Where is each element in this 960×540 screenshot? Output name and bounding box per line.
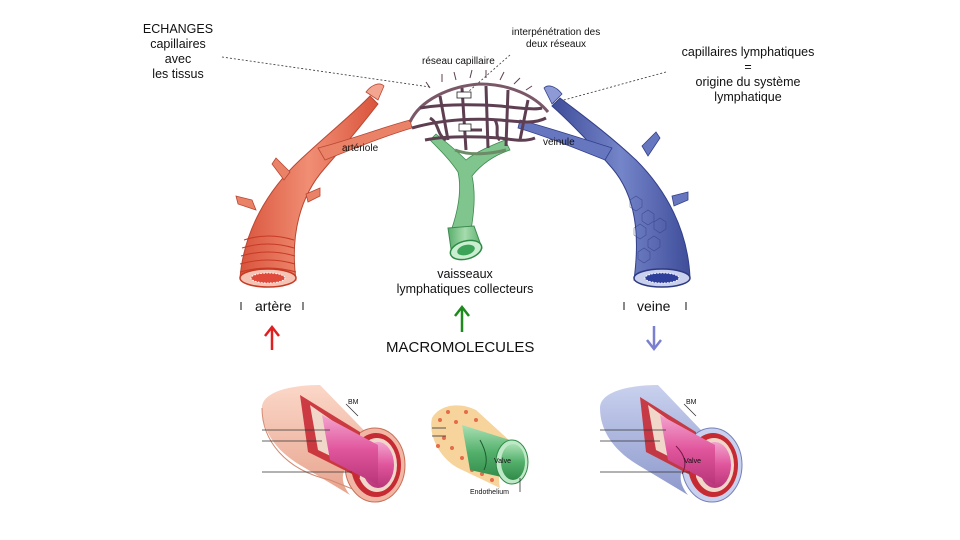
endothelium-label: Endothelium [470,489,509,496]
capillaires-lymphatiques-label: capillaires lymphatiques = origine du sy… [668,45,828,105]
arrow-red [264,324,280,350]
vaisseaux-label: vaisseaux lymphatiques collecteurs [380,267,550,297]
interpenetration-label: interpénétration des deux réseaux [496,27,616,51]
veine-label: veine [637,298,671,314]
echanges-line-1: ECHANGES [142,22,214,36]
vaisseaux-line-1: vaisseaux [437,267,493,281]
arrow-blue [646,326,662,352]
valve-label-right: Valve [684,458,701,465]
capillary-network [408,82,550,156]
lymphatic-vessel [429,133,511,261]
artery [235,83,413,288]
echanges-label: ECHANGES capillaires avec les tissus [136,22,220,82]
cl-line-3: origine du système [695,75,801,89]
valve-label-mid: Valve [494,458,511,465]
bm-label-right: BM [686,399,697,406]
echanges-line-2: capillaires [150,37,206,51]
artere-label: artère [255,298,292,314]
vein-cross-section: BM Valve [600,385,743,503]
pointer-lines [221,54,667,104]
cl-line-1: capillaires lymphatiques [681,45,815,59]
arteriole-label: artériole [342,143,379,154]
vaisseaux-line-2: lymphatiques collecteurs [396,282,534,296]
lymphatic-cross-section: Valve Endothelium [431,405,529,496]
interpenetration-line-1: interpénétration des [511,27,601,38]
macromolecules-label: MACROMOLECULES [386,339,535,356]
vein [517,85,691,288]
echanges-line-4: les tissus [152,67,204,81]
arrow-green [454,304,470,332]
cl-line-4: lymphatique [714,90,782,104]
veinule-label: veinule [543,137,575,148]
artery-cross-section: BM [261,385,406,503]
reseau-capillaire-label: réseau capillaire [422,56,495,67]
cl-line-2: = [744,60,752,74]
interpenetration-line-2: deux réseaux [525,39,587,50]
echanges-line-3: avec [164,52,192,66]
bm-label-left: BM [348,399,359,406]
